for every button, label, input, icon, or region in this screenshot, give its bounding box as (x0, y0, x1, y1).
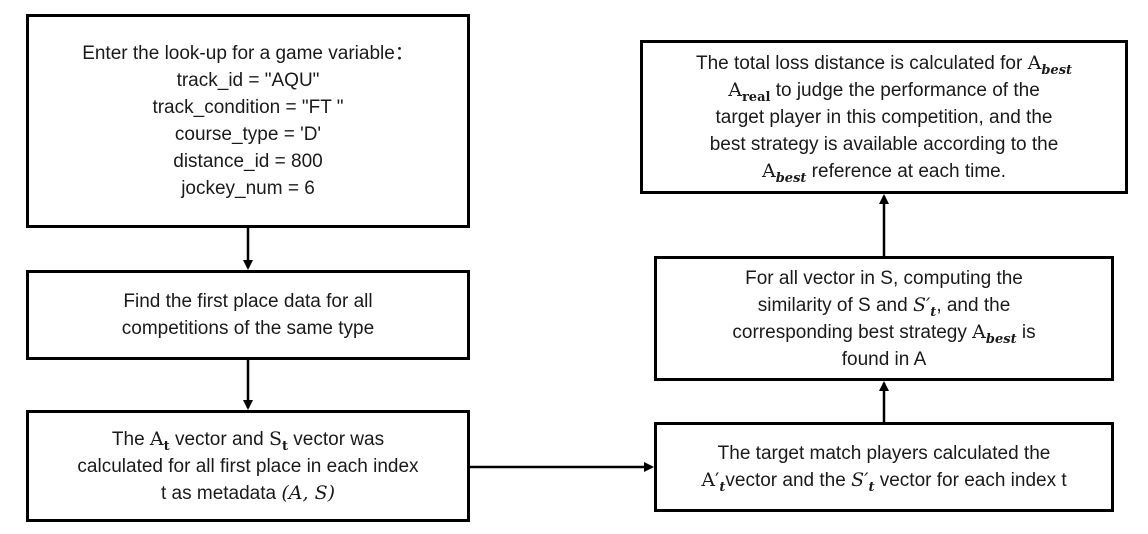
node-find-first-place: Find the first place data for all compet… (26, 270, 470, 360)
node-text-line: corresponding best strategy Abest is (732, 320, 1036, 347)
node-total-loss: The total loss distance is calculated fo… (640, 40, 1128, 194)
node-text-line: course_type = 'D' (174, 124, 322, 145)
node-text-line: target player in this competition, and t… (715, 106, 1053, 128)
node-text-line: The total loss distance is calculated fo… (695, 51, 1073, 78)
node-text-line: best strategy is available according to … (709, 133, 1059, 155)
node-text-line: t as metadata (A, S) (160, 481, 336, 504)
node-text-line: similarity of S and S′t, and the (757, 293, 1011, 320)
node-text-line: The target match players calculated the (717, 443, 1051, 464)
node-similarity: For all vector in S, computing the simil… (654, 256, 1114, 381)
node-text-line: Areal to judge the performance of the (728, 78, 1040, 105)
node-text-line: track_condition = "FT " (152, 97, 344, 118)
node-target-vectors: The target match players calculated the … (654, 422, 1114, 512)
node-enter-lookup: Enter the look-up for a game variable： t… (26, 14, 470, 228)
node-text-line: Abest reference at each time. (761, 159, 1007, 186)
node-calc-vectors: The At vector and St vector was calculat… (26, 410, 470, 522)
node-text-line: Enter the look-up for a game variable： (82, 43, 414, 64)
node-text-line: Find the first place data for all (123, 291, 373, 312)
node-text-line: distance_id = 800 (173, 151, 323, 172)
node-text-line: found in A (841, 348, 927, 370)
node-text-line: jockey_num = 6 (181, 178, 315, 199)
node-text-line: competitions of the same type (121, 318, 375, 339)
node-text-line: The At vector and St vector was (111, 427, 385, 454)
node-text-line: A′tvector and the S′t vector for each in… (701, 469, 1067, 495)
node-text-line: calculated for all first place in each i… (77, 455, 419, 477)
node-text-line: For all vector in S, computing the (745, 267, 1023, 289)
node-text-line: track_id = "AQU" (176, 70, 320, 91)
